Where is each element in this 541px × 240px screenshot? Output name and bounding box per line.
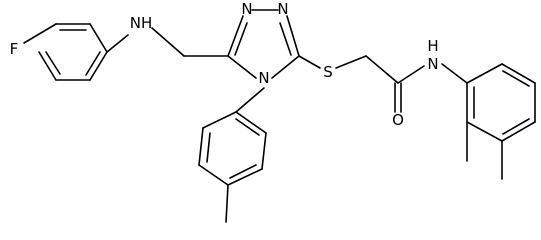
bond-carbonyl-to-nh bbox=[397, 65, 425, 84]
bond-tolyl-4 bbox=[227, 168, 263, 186]
bond-dimethylphenyl-4 bbox=[501, 121, 536, 142]
bond-tolyl-6-inner bbox=[235, 118, 260, 136]
bond-fluorophenyl-1 bbox=[23, 23, 57, 44]
bond-triazole-n2-c3 bbox=[286, 15, 300, 57]
bond-c3-to-s bbox=[298, 55, 321, 69]
bond-dimethylphenyl-5 bbox=[466, 121, 503, 142]
bond-fluorophenyl-3 bbox=[89, 23, 108, 53]
bond-ring-to-nh bbox=[106, 34, 129, 53]
bond-tolyl-2 bbox=[198, 127, 204, 166]
bond-tolyl-1 bbox=[202, 111, 237, 129]
amine-nh-label: NH bbox=[130, 14, 153, 32]
bond-tolyl-5 bbox=[261, 132, 267, 170]
bond-triazole-n4-c5 bbox=[227, 55, 257, 79]
bond-triazole-n2-c3-inner bbox=[279, 22, 292, 56]
bond-tolyl-methyl bbox=[225, 184, 229, 223]
bond-tolyl-2-inner bbox=[206, 132, 211, 163]
bond-fluorophenyl-4 bbox=[89, 51, 108, 81]
bond-dimethylphenyl-2-inner bbox=[502, 70, 530, 87]
bond-fluorophenyl-4-inner bbox=[85, 51, 101, 76]
bond-dimethylphenyl-1 bbox=[466, 63, 503, 84]
triazole-n4-label: N bbox=[258, 69, 269, 87]
bond-dimethylphenyl-4-inner bbox=[502, 118, 530, 135]
triazole-n2-label: N bbox=[277, 0, 288, 18]
atom-labels: F NH N N N S O H N bbox=[10, 0, 439, 129]
bond-nh-to-ch2 bbox=[151, 27, 185, 57]
amide-h-label: H bbox=[427, 37, 438, 55]
bond-tolyl-4-inner bbox=[229, 164, 257, 179]
bond-s-to-ch2 bbox=[335, 55, 367, 69]
bond-n4-to-tolyl bbox=[235, 87, 265, 113]
bond-dimethylphenyl-2 bbox=[501, 63, 536, 84]
bond-tolyl-6 bbox=[235, 111, 267, 134]
oxygen-atom-label: O bbox=[392, 111, 404, 129]
bond-fluorophenyl-6-inner bbox=[45, 51, 61, 75]
bonds bbox=[23, 9, 536, 223]
bond-nh-to-ring bbox=[441, 63, 468, 84]
amide-n-label: N bbox=[427, 55, 438, 73]
triazole-n1-label: N bbox=[241, 0, 252, 18]
sulfur-atom-label: S bbox=[323, 63, 333, 81]
bond-triazole-c3-n4 bbox=[271, 55, 300, 79]
bond-ch2-to-carbonyl bbox=[365, 55, 399, 84]
bond-tolyl-3 bbox=[198, 164, 229, 186]
bond-triazole-c5-n1 bbox=[227, 15, 244, 57]
fluorine-atom-label: F bbox=[10, 40, 19, 58]
bond-fluorophenyl-6 bbox=[38, 51, 57, 81]
bond-triazole-c5-n1-inner bbox=[234, 22, 248, 56]
